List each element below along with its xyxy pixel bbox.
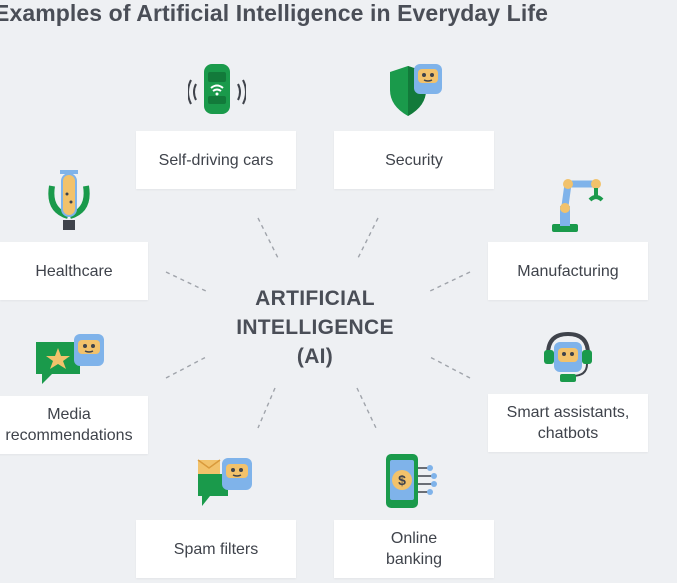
ray-security [357,217,379,259]
card-label-line-2: recommendations [5,427,133,444]
mail-robot-icon [197,458,252,506]
media-star-robot-icon [36,334,104,384]
ray-healthcare [165,271,209,293]
robotic-arm-icon [552,179,604,232]
card-self-driving-cars: Self-driving cars [136,131,296,189]
center-line-2: INTELLIGENCE [236,316,394,339]
card-label: Manufacturing [517,262,619,280]
ray-banking [356,387,377,429]
ray-spam [257,387,276,429]
card-label-line-1: Online [390,530,438,547]
card-label-line-2: banking [385,551,443,568]
card-label-line-1: Smart assistants, [506,404,630,421]
ray-manufacturing [427,271,471,293]
self-driving-car-icon [188,64,246,114]
card-label-line-1: Media [47,406,91,423]
ray-assistants [427,355,471,379]
card-spam-filters: Spam filters [136,520,296,578]
svg-text:$: $ [398,472,406,488]
test-tube-icon [48,170,90,230]
headset-robot-icon [544,331,592,382]
card-label: Healthcare [35,262,113,280]
card-smart-assistants: Smart assistants, chatbots [488,394,648,452]
card-label: Security [385,151,443,169]
center-line-1: ARTIFICIAL [255,287,375,310]
card-media-recommendations: Media recommendations [0,396,148,454]
center-label: ARTIFICIAL INTELLIGENCE (AI) [206,284,424,371]
card-label: Self-driving cars [158,151,274,169]
card-healthcare: Healthcare [0,242,148,300]
card-security: Security [334,131,494,189]
ray-media [165,355,209,379]
card-manufacturing: Manufacturing [488,242,648,300]
card-label-line-2: chatbots [537,425,599,442]
page-title: Examples of Artificial Intelligence in E… [0,0,548,26]
card-online-banking: Online banking [334,520,494,578]
security-shield-robot-icon [390,64,442,116]
phone-dollar-icon: $ [386,454,437,508]
center-line-3: (AI) [296,345,334,368]
ray-self-driving [257,217,279,259]
card-label: Spam filters [173,540,259,558]
